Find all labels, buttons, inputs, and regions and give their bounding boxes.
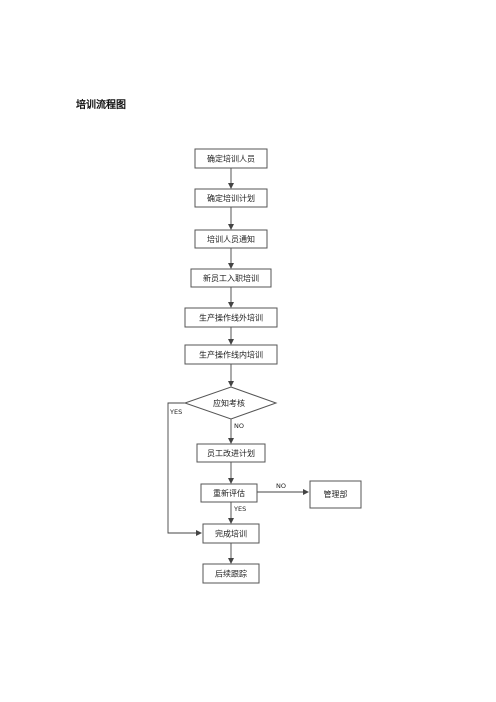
node-assessment-label: 应知考核 — [213, 398, 245, 408]
node-improvement-plan: 员工改进计划 — [196, 443, 266, 463]
edge-label-reassessment-yes: YES — [233, 505, 246, 513]
node-reassessment: 重新评估 — [200, 483, 258, 503]
node-external-training: 生产操作线外培训 — [184, 307, 278, 328]
edge-label-reassessment-no: NO — [276, 482, 286, 490]
node-internal-training: 生产操作线内培训 — [184, 344, 278, 365]
node-onboarding-training-label: 新员工入职培训 — [203, 273, 259, 283]
node-confirm-trainees: 确定培训人员 — [194, 148, 268, 169]
node-assessment-decision: 应知考核 — [183, 386, 278, 420]
node-complete-training: 完成培训 — [202, 523, 260, 544]
edge-assessment-yes-to-complete — [167, 402, 202, 536]
node-internal-training-label: 生产操作线内培训 — [199, 350, 263, 360]
node-follow-up-label: 后续跟踪 — [215, 569, 247, 579]
node-follow-up: 后续跟踪 — [202, 563, 260, 584]
node-complete-training-label: 完成培训 — [215, 529, 247, 539]
node-improvement-plan-label: 员工改进计划 — [207, 448, 255, 458]
node-confirm-plan: 确定培训计划 — [194, 188, 268, 208]
node-reassessment-label: 重新评估 — [213, 488, 245, 498]
node-notify-trainees: 培训人员通知 — [194, 229, 268, 249]
node-management-dept: 管理部 — [309, 480, 362, 509]
flow-edges — [167, 168, 309, 564]
node-confirm-plan-label: 确定培训计划 — [207, 193, 255, 203]
node-onboarding-training: 新员工入职培训 — [190, 268, 272, 288]
edge-label-assessment-yes: YES — [169, 408, 182, 416]
node-management-dept-label: 管理部 — [324, 489, 348, 499]
node-confirm-trainees-label: 确定培训人员 — [207, 154, 255, 164]
edge-label-assessment-no: NO — [234, 422, 244, 430]
node-external-training-label: 生产操作线外培训 — [199, 313, 263, 323]
page-title: 培训流程图 — [76, 100, 126, 111]
node-notify-trainees-label: 培训人员通知 — [207, 234, 255, 244]
